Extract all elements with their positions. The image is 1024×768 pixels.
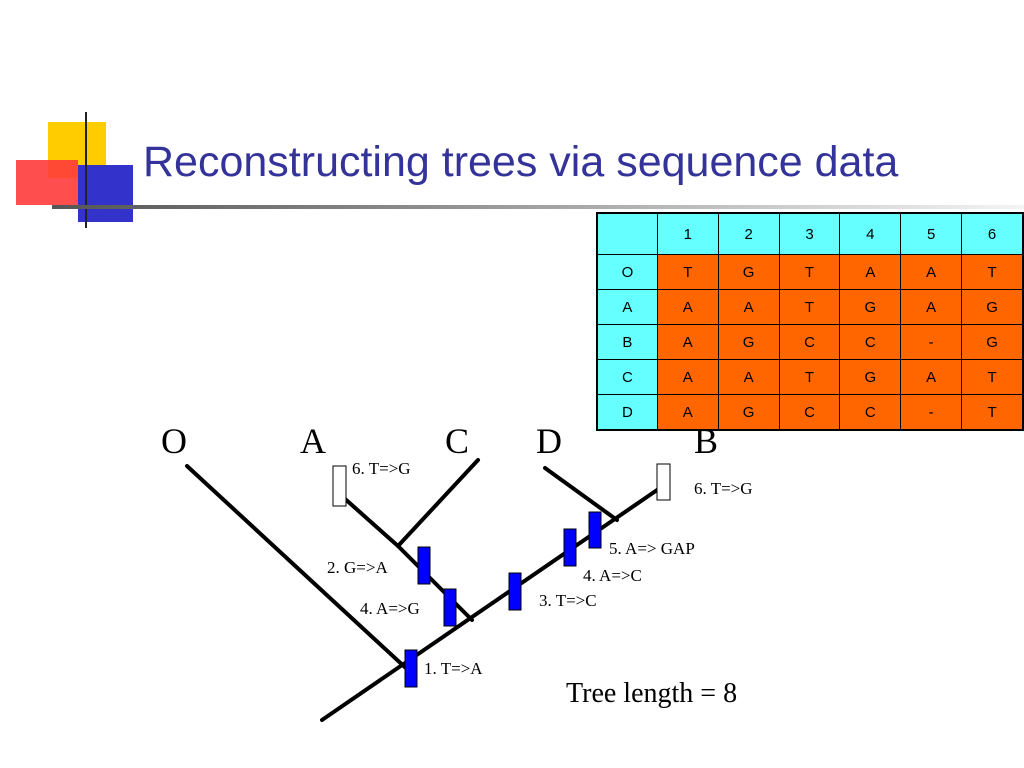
table-cell: T bbox=[961, 359, 1024, 395]
mutation-marker bbox=[563, 528, 577, 567]
mutation-label: 4. A=>C bbox=[583, 566, 642, 585]
table-cell: A bbox=[900, 359, 963, 395]
branch-d bbox=[543, 466, 619, 522]
table-cell: G bbox=[961, 324, 1024, 360]
mutation-label: 5. A=> GAP bbox=[609, 539, 695, 558]
title-underline bbox=[52, 205, 1024, 209]
table-cell: A bbox=[839, 254, 902, 290]
table-cell: - bbox=[900, 324, 963, 360]
taxon-cell: C bbox=[596, 359, 658, 395]
slide-logo bbox=[16, 112, 133, 228]
table-cell: C bbox=[778, 394, 841, 431]
mutation-marker bbox=[404, 649, 418, 688]
table-header-cell: 4 bbox=[839, 212, 902, 255]
sequence-table: 1 2 3 4 5 6 O T G T A A T A A A T G A G … bbox=[596, 212, 1024, 431]
table-cell: - bbox=[900, 394, 963, 431]
table-cell: G bbox=[717, 254, 780, 290]
table-cell: G bbox=[839, 359, 902, 395]
branch-o bbox=[185, 464, 410, 672]
taxon-label-c: C bbox=[445, 421, 469, 461]
table-header-cell: 5 bbox=[900, 212, 963, 255]
taxon-cell: O bbox=[596, 254, 658, 290]
table-cell: T bbox=[961, 254, 1024, 290]
table-cell: A bbox=[656, 324, 719, 360]
table-cell: A bbox=[900, 254, 963, 290]
mutation-marker bbox=[588, 511, 602, 549]
table-cell: A bbox=[656, 394, 719, 431]
branch-ac-ancestor bbox=[396, 544, 474, 622]
taxon-label-o: O bbox=[161, 421, 187, 461]
mutation-marker bbox=[443, 588, 457, 627]
table-cell: G bbox=[717, 324, 780, 360]
mutation-marker bbox=[417, 546, 431, 585]
mutation-marker-hollow bbox=[332, 465, 347, 507]
logo-blue-square bbox=[78, 165, 133, 222]
mutation-label: 6. T=>G bbox=[694, 479, 753, 498]
slide-title: Reconstructing trees via sequence data bbox=[143, 138, 899, 186]
table-cell: A bbox=[656, 359, 719, 395]
mutation-label: 4. A=>G bbox=[360, 599, 420, 618]
table-cell: C bbox=[778, 324, 841, 360]
logo-red-square bbox=[16, 160, 78, 205]
taxon-cell: D bbox=[596, 394, 658, 431]
table-cell: A bbox=[900, 289, 963, 325]
table-header-cell: 1 bbox=[656, 212, 719, 255]
mutation-label: 6. T=>G bbox=[352, 459, 411, 478]
table-header-cell bbox=[596, 212, 658, 255]
taxon-cell: B bbox=[596, 324, 658, 360]
tree-length-label: Tree length = 8 bbox=[566, 678, 737, 709]
table-cell: T bbox=[656, 254, 719, 290]
mutation-marker bbox=[508, 572, 522, 611]
table-cell: G bbox=[839, 289, 902, 325]
table-cell: A bbox=[656, 289, 719, 325]
table-row: D A G C C - T bbox=[596, 394, 1024, 431]
taxon-label-a: A bbox=[300, 421, 326, 461]
taxon-cell: A bbox=[596, 289, 658, 325]
table-cell: G bbox=[961, 289, 1024, 325]
taxon-label-d: D bbox=[536, 421, 562, 461]
table-cell: C bbox=[839, 324, 902, 360]
table-cell: G bbox=[717, 394, 780, 431]
table-cell: T bbox=[778, 359, 841, 395]
mutation-label: 1. T=>A bbox=[424, 659, 483, 678]
table-cell: T bbox=[961, 394, 1024, 431]
table-cell: A bbox=[717, 359, 780, 395]
mutation-label: 2. G=>A bbox=[327, 558, 388, 577]
mutation-marker-hollow bbox=[656, 463, 671, 501]
mutation-label: 3. T=>C bbox=[539, 591, 597, 610]
table-header-row: 1 2 3 4 5 6 bbox=[596, 212, 1024, 255]
table-row: C A A T G A T bbox=[596, 359, 1024, 395]
table-cell: C bbox=[839, 394, 902, 431]
branch-c bbox=[396, 458, 480, 548]
branch-trunk bbox=[320, 486, 662, 722]
table-row: B A G C C - G bbox=[596, 324, 1024, 360]
taxon-label-b: B bbox=[694, 421, 718, 461]
